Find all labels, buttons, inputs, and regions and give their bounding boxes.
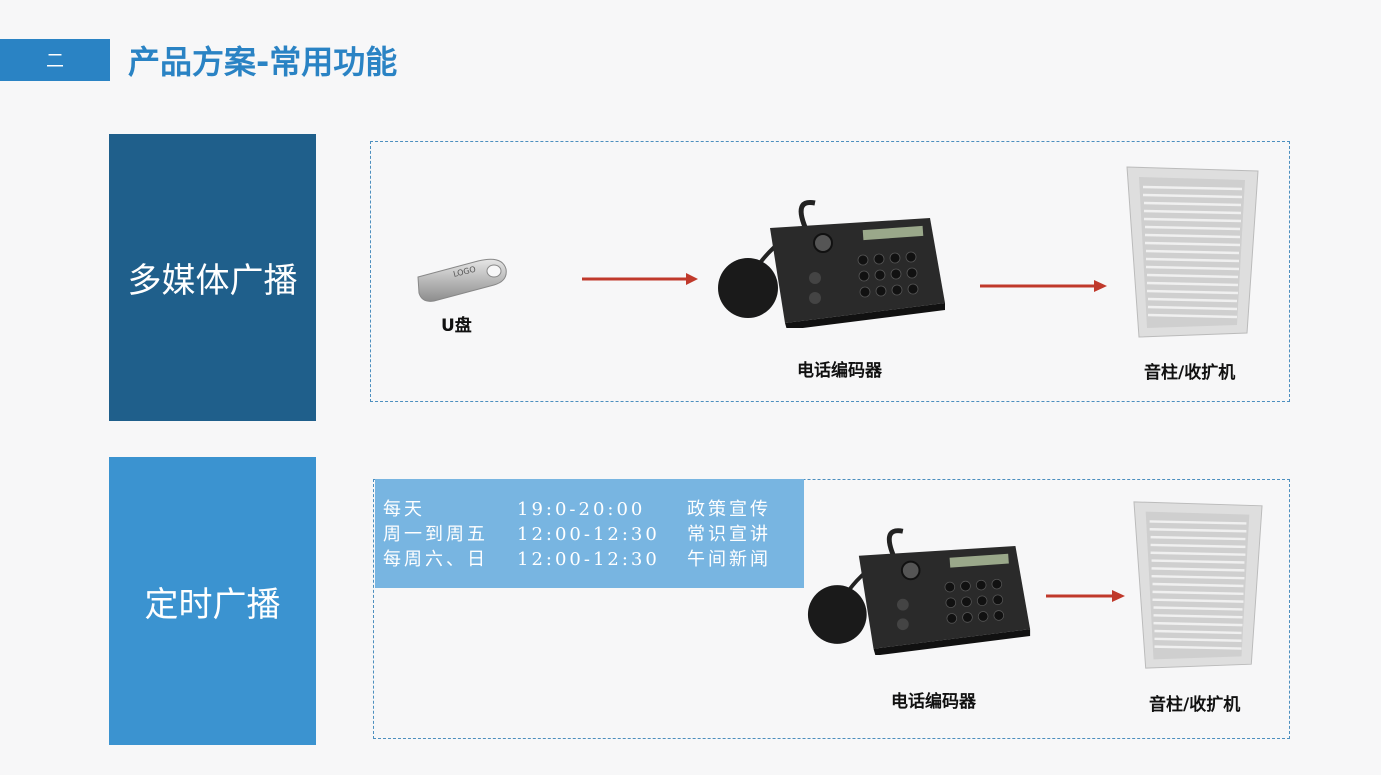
phone-encoder-device-icon bbox=[715, 198, 950, 328]
schedule-row: 每周六、日 12:00-12:30 午间新闻 bbox=[383, 547, 804, 572]
caption-speaker: 音柱/收扩机 bbox=[1144, 363, 1236, 383]
schedule-row: 每天 19:0-20:00 政策宣传 bbox=[383, 497, 804, 522]
usb-drive-icon: LOGO bbox=[414, 255, 509, 303]
arrow-right-icon bbox=[1046, 589, 1128, 603]
caption-encoder: 电话编码器 bbox=[891, 692, 976, 712]
speaker-column-icon bbox=[1125, 165, 1260, 340]
schedule-program: 常识宣讲 bbox=[687, 524, 771, 545]
schedule-time: 12:00-12:30 bbox=[517, 549, 660, 570]
caption-encoder: 电话编码器 bbox=[797, 361, 882, 381]
flow-frame-multimedia bbox=[370, 141, 1290, 402]
schedule-day: 每天 bbox=[383, 499, 425, 520]
schedule-day: 周一到周五 bbox=[383, 524, 488, 545]
page-title: 产品方案-常用功能 bbox=[128, 43, 398, 81]
schedule-program: 午间新闻 bbox=[687, 549, 771, 570]
schedule-program: 政策宣传 bbox=[687, 499, 771, 520]
caption-speaker: 音柱/收扩机 bbox=[1149, 695, 1241, 715]
schedule-row: 周一到周五 12:00-12:30 常识宣讲 bbox=[383, 522, 804, 547]
row-label-text: 定时广播 bbox=[144, 584, 281, 625]
section-number-tab: 二 bbox=[0, 39, 110, 81]
arrow-right-icon bbox=[582, 272, 700, 286]
phone-encoder-device-icon bbox=[805, 525, 1035, 655]
row-label-timed: 定时广播 bbox=[109, 457, 316, 745]
caption-usb: U盘 bbox=[441, 316, 472, 336]
row-label-text: 多媒体广播 bbox=[127, 261, 298, 301]
schedule-day: 每周六、日 bbox=[383, 549, 488, 570]
speaker-column-icon bbox=[1132, 498, 1264, 673]
row-label-multimedia: 多媒体广播 bbox=[109, 134, 316, 421]
arrow-right-icon bbox=[980, 279, 1110, 293]
schedule-time: 19:0-20:00 bbox=[517, 499, 646, 520]
flow-frame-timed bbox=[373, 479, 1290, 739]
section-number: 二 bbox=[46, 51, 64, 72]
schedule-panel: 每天 19:0-20:00 政策宣传 周一到周五 12:00-12:30 常识宣… bbox=[375, 479, 804, 588]
schedule-time: 12:00-12:30 bbox=[517, 524, 660, 545]
